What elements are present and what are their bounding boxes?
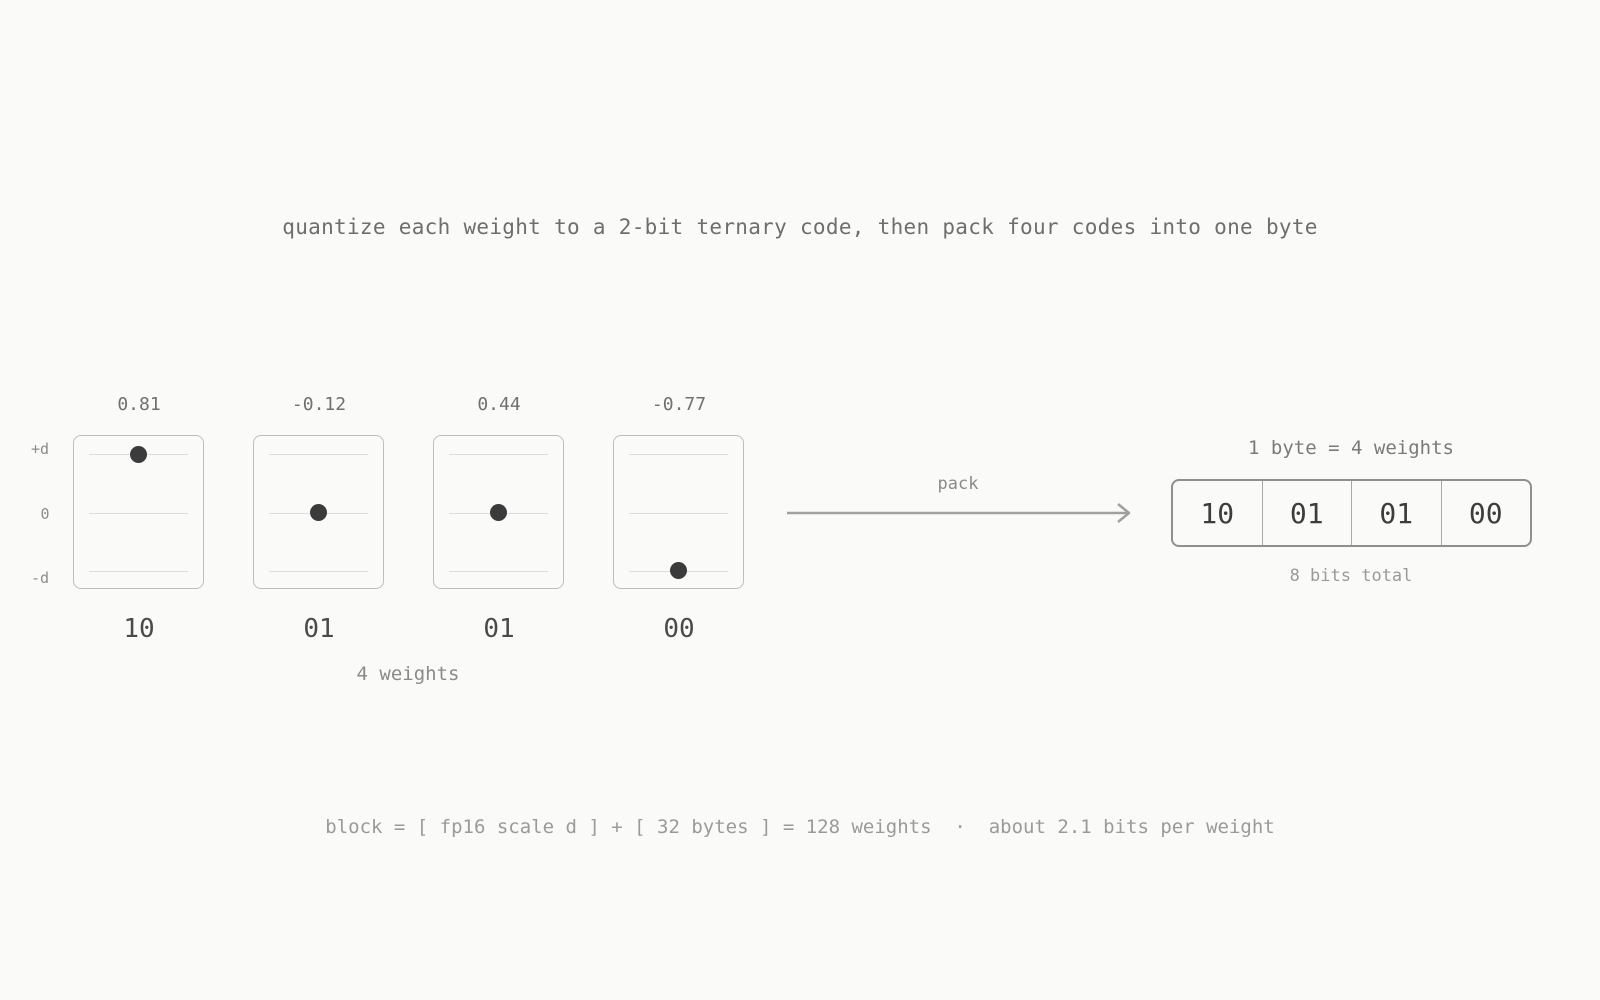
weight-dot bbox=[130, 446, 147, 463]
weight-box bbox=[613, 435, 744, 589]
weight-code: 01 bbox=[303, 614, 335, 644]
level-line-zero bbox=[629, 513, 728, 514]
packed-byte: 10 01 01 00 bbox=[1171, 479, 1532, 547]
level-line-minus-d bbox=[449, 571, 548, 572]
byte-cell: 10 bbox=[1200, 496, 1235, 530]
weight-box bbox=[73, 435, 204, 589]
level-line-plus-d bbox=[449, 454, 548, 455]
weight-value: 0.44 bbox=[477, 394, 521, 415]
axis-label-zero: 0 bbox=[40, 505, 50, 523]
weight-code: 10 bbox=[123, 614, 155, 644]
weight-box bbox=[433, 435, 564, 589]
weight-value: -0.12 bbox=[291, 394, 347, 415]
pack-label: pack bbox=[937, 474, 979, 494]
byte-footer: 8 bits total bbox=[1289, 566, 1413, 586]
weight-code: 00 bbox=[663, 614, 695, 644]
block-formula: block = [ fp16 scale d ] + [ 32 bytes ] … bbox=[325, 816, 1275, 838]
axis-label-plus-d: +d bbox=[30, 440, 50, 458]
weights-caption: 4 weights bbox=[356, 663, 460, 685]
weight-value: 0.81 bbox=[117, 394, 161, 415]
byte-cell: 01 bbox=[1351, 481, 1441, 545]
byte-header: 1 byte = 4 weights bbox=[1248, 437, 1454, 459]
axis-label-minus-d: -d bbox=[30, 569, 50, 587]
weight-code: 01 bbox=[483, 614, 515, 644]
byte-cell: 01 bbox=[1261, 481, 1352, 545]
level-line-minus-d bbox=[269, 571, 368, 572]
level-line-plus-d bbox=[269, 454, 368, 455]
weight-value: -0.77 bbox=[651, 394, 707, 415]
byte-cell: 00 bbox=[1440, 481, 1531, 545]
pack-arrow bbox=[787, 503, 1131, 523]
level-line-plus-d bbox=[629, 454, 728, 455]
weight-dot bbox=[670, 562, 687, 579]
weight-dot bbox=[310, 504, 327, 521]
weight-box bbox=[253, 435, 384, 589]
level-line-minus-d bbox=[89, 571, 188, 572]
arrow-head bbox=[1117, 503, 1131, 523]
diagram-title: quantize each weight to a 2-bit ternary … bbox=[282, 215, 1318, 239]
level-line-zero bbox=[89, 513, 188, 514]
weight-dot bbox=[490, 504, 507, 521]
